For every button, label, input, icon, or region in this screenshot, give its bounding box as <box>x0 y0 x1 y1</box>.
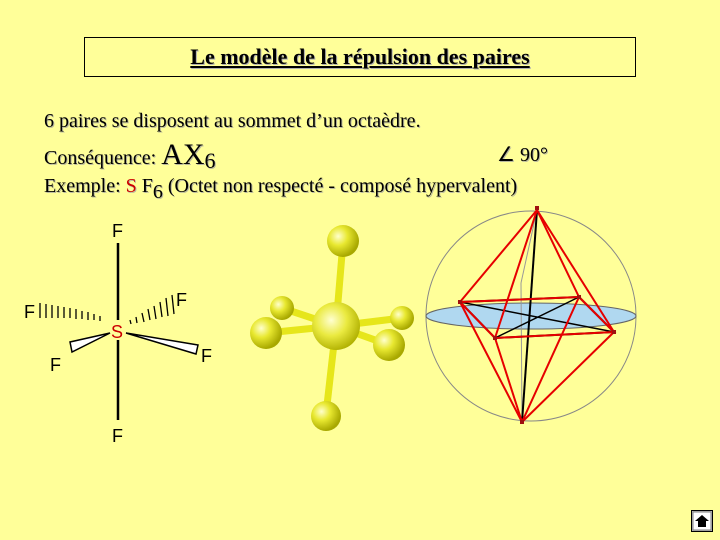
bond-angle: ∠ 90° <box>497 142 548 167</box>
wedge-bond-right <box>125 332 199 355</box>
consequence-formula: AX6 <box>161 138 216 173</box>
ball-s-central <box>312 302 360 350</box>
example-ligand: F <box>141 175 153 197</box>
atom-f-bottom: F <box>112 426 123 446</box>
example-central-atom: S <box>125 175 137 197</box>
atom-f-right-back: F <box>176 290 187 310</box>
consequence-label: Conséquence: <box>44 147 157 169</box>
consequence-line: Conséquence: AX6 <box>44 138 216 173</box>
ball-and-stick-model <box>250 225 414 431</box>
slide-title: Le modèle de la répulsion des paires <box>190 44 530 69</box>
wedge-bond-left <box>69 332 111 354</box>
atom-f-left-front: F <box>50 355 61 375</box>
formula-ax: AX <box>161 138 205 171</box>
example-label: Exemple: <box>44 175 121 197</box>
atom-f-top: F <box>112 221 123 241</box>
example-note: (Octet non respecté - composé hypervalen… <box>167 175 518 197</box>
hashed-bond-right <box>129 294 175 325</box>
octahedron-red-edges <box>459 209 615 423</box>
vertex-markers <box>458 206 616 424</box>
home-nav-icon[interactable] <box>691 510 713 532</box>
ball-f-bottom <box>311 401 341 431</box>
octahedron-sphere-model <box>425 206 637 424</box>
ball-f-front-left <box>250 317 282 349</box>
octahedron-statement: 6 paires se disposent au sommet d’un oct… <box>44 110 421 132</box>
title-box: Le modèle de la répulsion des paires <box>84 37 636 77</box>
atom-s: S <box>111 322 123 342</box>
angle-value: 90° <box>519 144 548 166</box>
example-subscript: 6 <box>152 181 163 203</box>
ball-f-front-right <box>373 329 405 361</box>
ball-f-back-right <box>390 306 414 330</box>
ball-f-top <box>327 225 359 257</box>
atom-f-right-front: F <box>201 346 212 366</box>
example-line: Exemple: S F6 (Octet non respecté - comp… <box>44 175 518 203</box>
angle-icon: ∠ <box>497 144 515 166</box>
hashed-bond-left <box>39 303 101 321</box>
atom-f-left-back: F <box>24 302 35 322</box>
formula-subscript: 6 <box>204 148 216 173</box>
ball-f-back-left <box>270 296 294 320</box>
